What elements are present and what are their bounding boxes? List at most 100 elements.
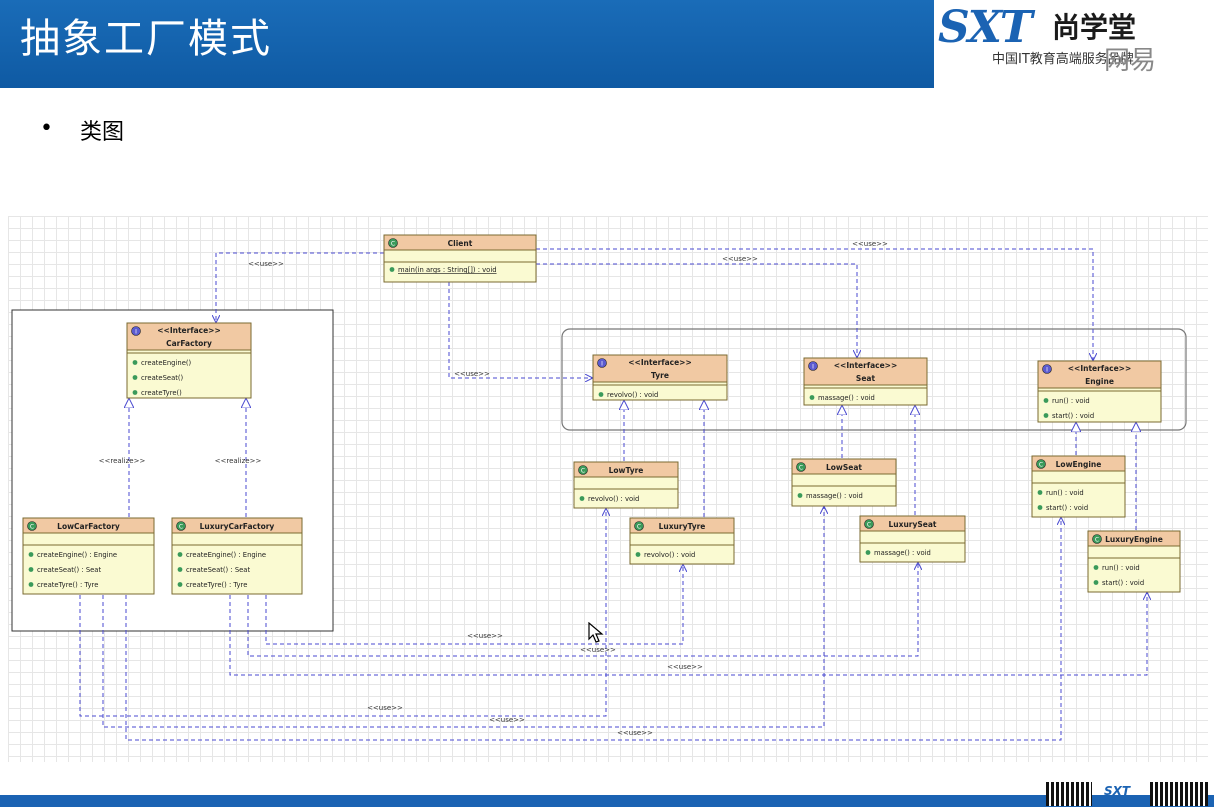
class-icon — [634, 521, 644, 531]
method-signature: createSeat() : Seat — [186, 566, 250, 574]
class-lowEngine[interactable]: C LowEngine run() : void start() : void — [1031, 455, 1126, 518]
method-signature: revolvo() : void — [607, 391, 658, 399]
public-method-icon — [809, 395, 815, 400]
public-method-icon — [132, 375, 138, 380]
class-name: LowCarFactory — [57, 522, 120, 531]
brand-logo-mark: SXT — [938, 2, 1033, 53]
public-method-icon — [1043, 398, 1049, 403]
public-method-icon — [1093, 580, 1099, 585]
use-label: <<use>> — [617, 729, 653, 737]
use-label: <<use>> — [667, 663, 703, 671]
class-icon — [1092, 534, 1102, 544]
class-lowTyre[interactable]: C LowTyre revolvo() : void — [573, 461, 679, 509]
method-signature: start() : void — [1046, 504, 1088, 512]
watermark: 网易 — [1104, 46, 1157, 76]
slide-header: 抽象工厂模式 SXT 尚学堂 中国IT教育高端服务品牌 网易 — [0, 0, 1214, 88]
footer-logo: SXT — [1104, 784, 1131, 798]
class-icon — [27, 521, 37, 531]
class-stereotype: <<Interface>> — [1068, 364, 1132, 373]
interface-icon — [1042, 364, 1052, 374]
interface-icon — [131, 326, 141, 336]
class-name: LuxurySeat — [888, 520, 936, 529]
use-edge-client-tyre — [448, 282, 592, 378]
class-icon-letter: C — [1039, 462, 1043, 469]
method-signature: createEngine() — [141, 359, 192, 367]
brand-logo: SXT 尚学堂 中国IT教育高端服务品牌 网易 — [934, 0, 1214, 88]
class-icon-letter: C — [391, 241, 395, 248]
slide-title: 抽象工厂模式 — [20, 16, 272, 62]
use-label: <<use>> — [722, 255, 758, 263]
class-icon-letter: C — [581, 468, 585, 475]
class-name: LowEngine — [1056, 460, 1102, 469]
class-icon — [388, 238, 398, 248]
method-signature: run() : void — [1046, 489, 1084, 497]
public-method-icon — [598, 392, 604, 397]
class-icon — [1036, 459, 1046, 469]
class-name: Engine — [1085, 377, 1114, 386]
public-method-icon — [132, 360, 138, 365]
public-method-icon — [28, 567, 34, 572]
class-name: Seat — [856, 374, 876, 383]
use-edge-luxury-luxuryengine — [229, 593, 1147, 676]
class-luxuryEngine[interactable]: C LuxuryEngine run() : void start() : void — [1087, 530, 1181, 593]
use-edge-luxury-luxurytyre — [265, 565, 683, 645]
method-signature: revolvo() : void — [588, 495, 639, 503]
class-carFactory[interactable]: I <<Interface>> CarFactory createEngine() cr… — [126, 322, 252, 399]
class-name: LuxuryEngine — [1105, 535, 1163, 544]
public-method-icon — [579, 496, 585, 501]
use-label: <<use>> — [367, 704, 403, 712]
use-edge-client-engine — [536, 248, 1093, 360]
class-name: CarFactory — [166, 339, 212, 348]
bullet-dot: • — [40, 116, 53, 141]
class-icon-letter: C — [30, 524, 34, 531]
slide-footer — [0, 795, 1214, 807]
class-icon-letter: I — [135, 329, 137, 336]
method-signature: createTyre() — [141, 389, 182, 397]
method-signature: createTyre() : Tyre — [186, 581, 247, 589]
class-icon-letter: I — [812, 364, 814, 371]
public-method-icon — [389, 267, 395, 272]
public-method-icon — [1037, 505, 1043, 510]
brand-name: 尚学堂 — [1052, 11, 1137, 44]
realize-label: <<realize>> — [99, 457, 146, 465]
class-name: LowTyre — [609, 466, 644, 475]
method-signature: massage() : void — [874, 549, 931, 557]
public-method-icon — [28, 552, 34, 557]
use-label: <<use>> — [454, 370, 490, 378]
class-stereotype: <<Interface>> — [157, 326, 221, 335]
method-signature: main(in args : String[]) : void — [398, 266, 497, 274]
method-signature: createEngine() : Engine — [186, 551, 266, 559]
public-method-icon — [132, 390, 138, 395]
public-method-icon — [1037, 490, 1043, 495]
class-stereotype: <<Interface>> — [628, 358, 692, 367]
bullet-text: 类图 — [80, 120, 125, 145]
use-label: <<use>> — [580, 646, 616, 654]
method-signature: massage() : void — [818, 394, 875, 402]
method-signature: massage() : void — [806, 492, 863, 500]
use-label: <<use>> — [489, 716, 525, 724]
public-method-icon — [177, 582, 183, 587]
class-icon-letter: I — [601, 361, 603, 368]
use-edge-client-seat — [536, 263, 857, 357]
method-signature: createEngine() : Engine — [37, 551, 117, 559]
public-method-icon — [28, 582, 34, 587]
class-luxurySeat[interactable]: C LuxurySeat massage() : void — [859, 515, 966, 563]
public-method-icon — [177, 567, 183, 572]
class-icon-letter: C — [867, 522, 871, 529]
use-edge-low-lowseat — [102, 507, 824, 728]
class-icon-letter: C — [1095, 537, 1099, 544]
method-signature: run() : void — [1102, 564, 1140, 572]
public-method-icon — [177, 552, 183, 557]
method-signature: start() : void — [1102, 579, 1144, 587]
class-icon-letter: C — [637, 524, 641, 531]
public-method-icon — [865, 550, 871, 555]
